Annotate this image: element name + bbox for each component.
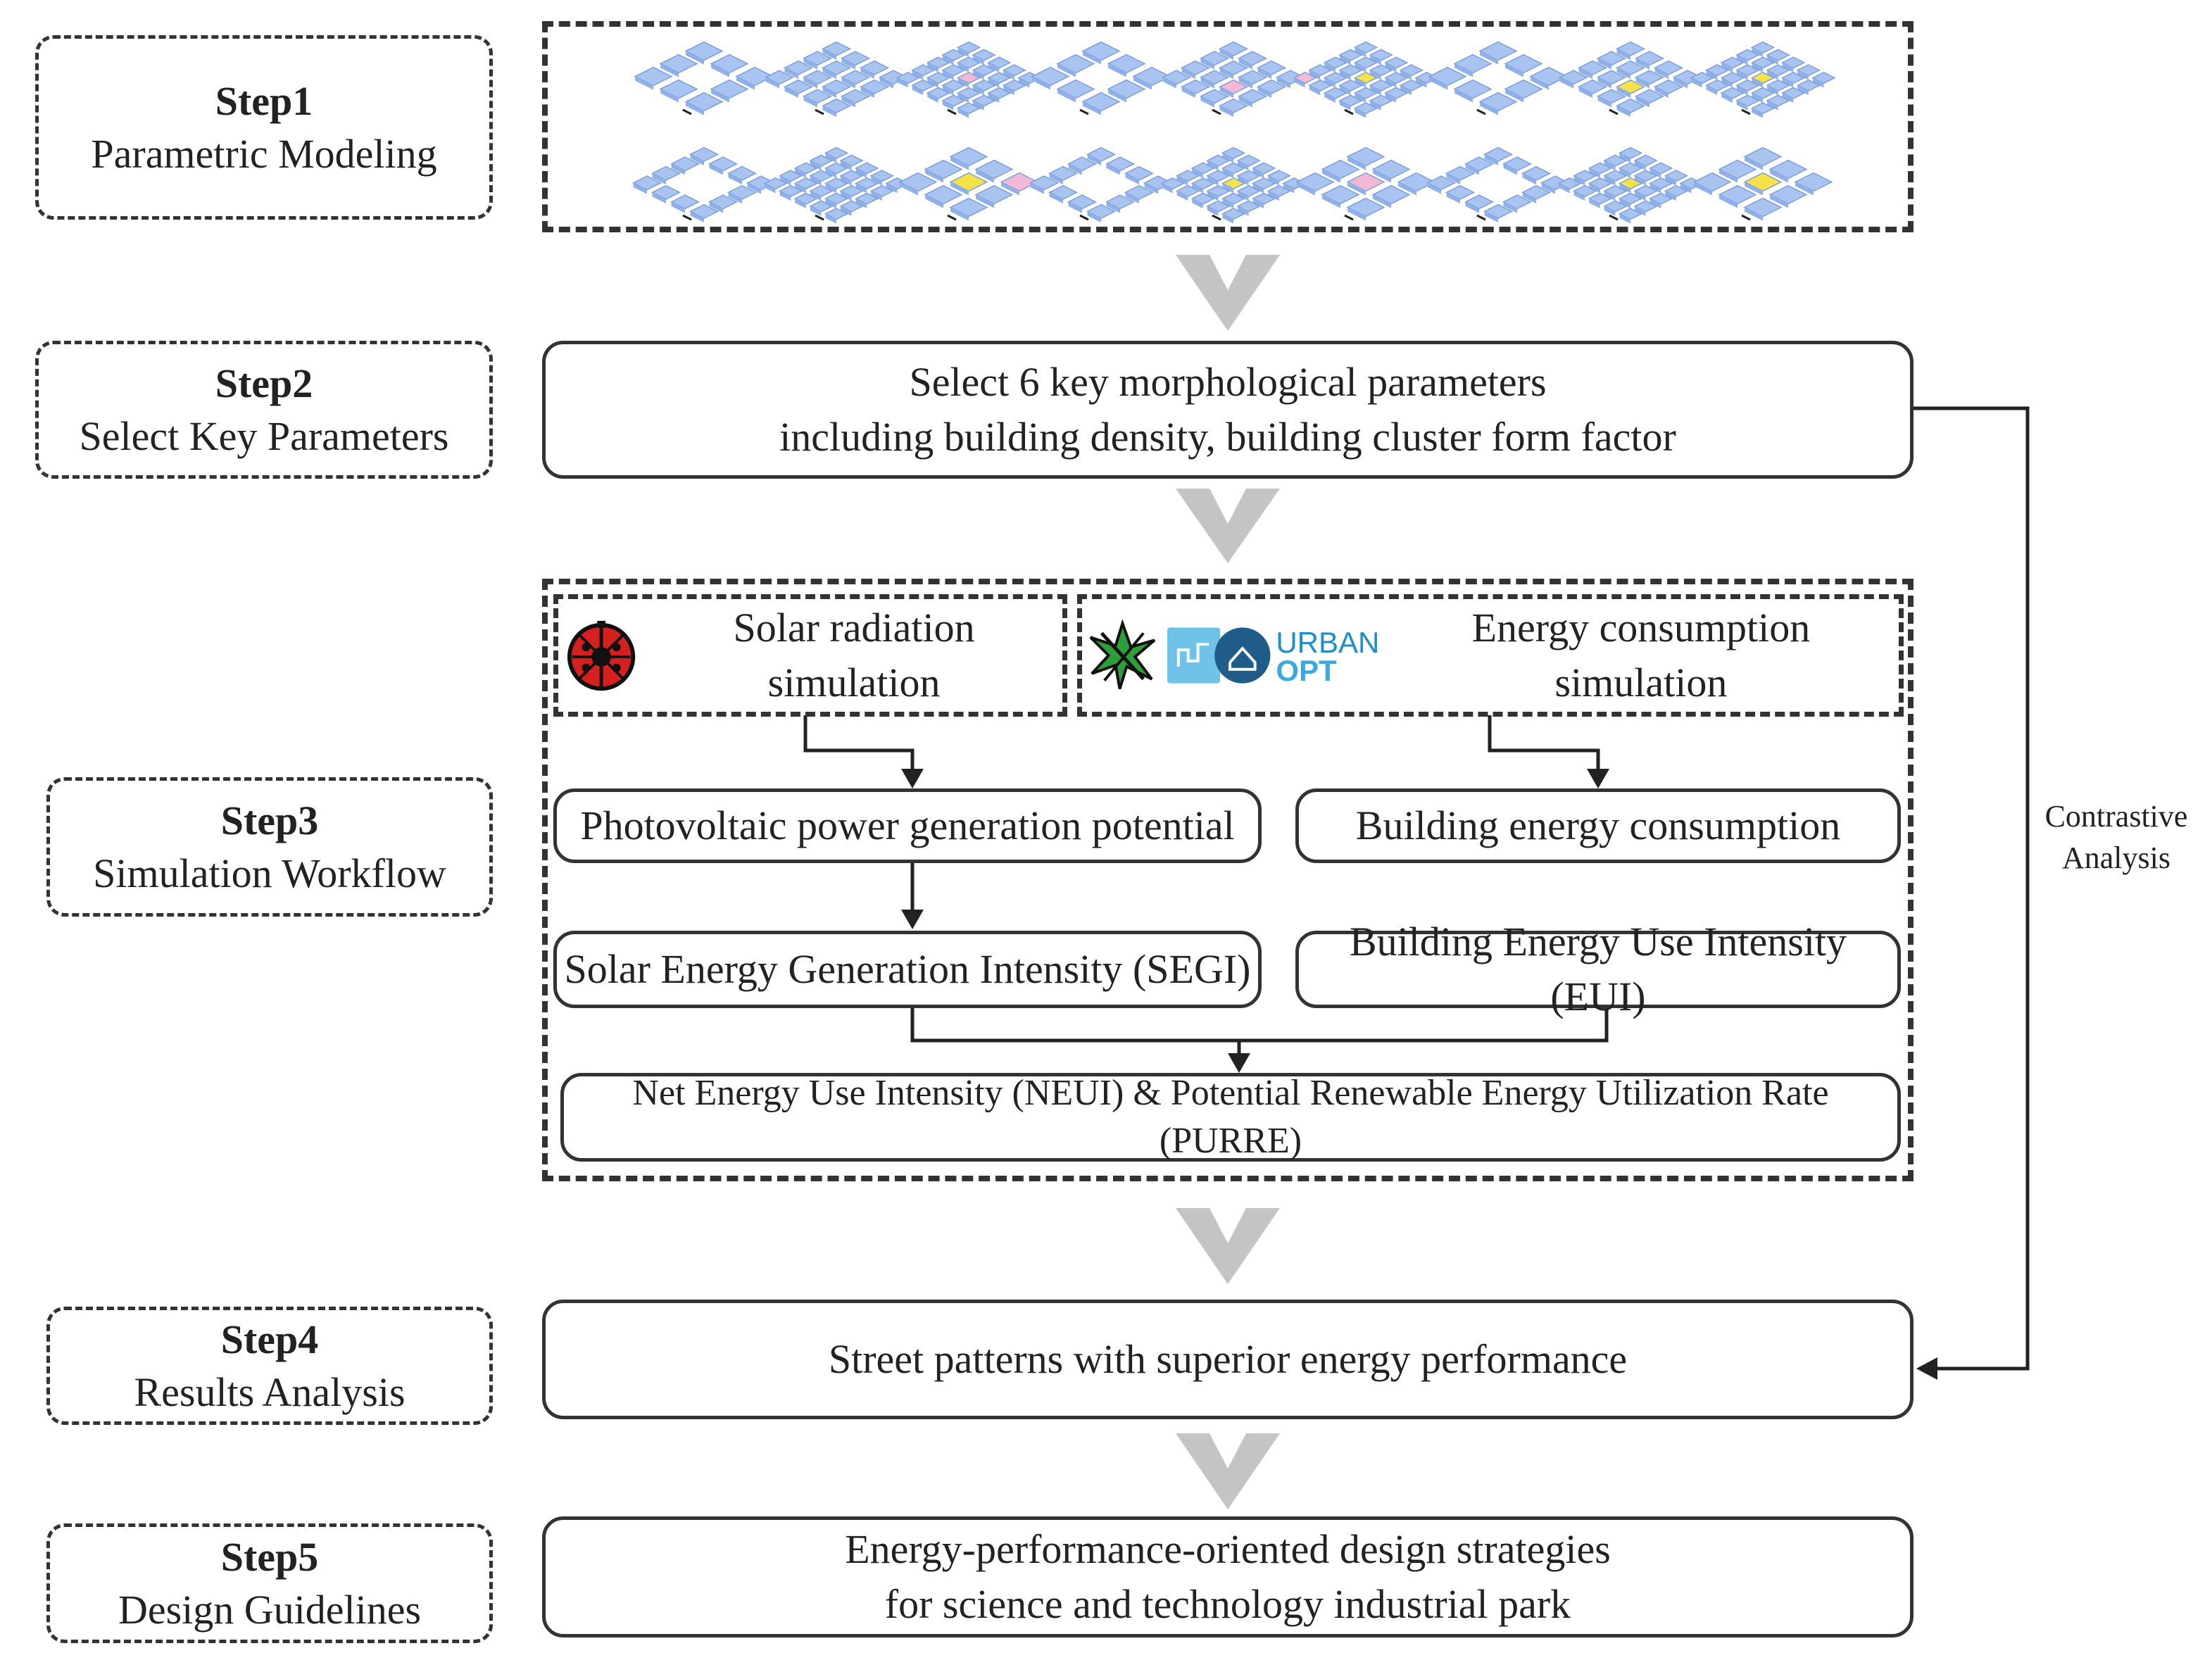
solar-simulation-box: Solar radiation simulation [553, 594, 1067, 717]
arrow-energy-to-building [1488, 715, 1609, 788]
key-parameters-box: Select 6 key morphological parameters in… [542, 341, 1913, 479]
building-energy-label: Building energy consumption [1355, 802, 1841, 848]
energy-simulation-box: URBAN OPT Energy consumption simulation [1077, 594, 1904, 717]
eui-box: Building Energy Use Intensity (EUI) [1295, 919, 1901, 1019]
step2-name: Select Key Parameters [79, 413, 449, 459]
arrow-solar-to-pv [803, 715, 924, 788]
parametric-models-panel [542, 21, 1913, 232]
contrastive-line1: Contrastive [2044, 799, 2188, 834]
urbanopt-logo [1167, 627, 1271, 684]
street-patterns-box: Street patterns with superior energy per… [542, 1300, 1913, 1419]
contrastive-line2: Analysis [2062, 841, 2170, 876]
neui-purre-label: Net Energy Use Intensity (NEUI) & Potent… [632, 1073, 1829, 1161]
step2-number: Step2 [215, 360, 313, 406]
arrow-merge-to-neui [910, 1008, 1609, 1073]
segi-label: Solar Energy Generation Intensity (SEGI) [564, 945, 1251, 992]
pv-potential-box: Photovoltaic power generation potential [553, 788, 1262, 863]
design-strategies-line1: Energy-performance-oriented design strat… [845, 1526, 1611, 1572]
design-strategies-box: Energy-performance-oriented design strat… [542, 1516, 1913, 1638]
step2-label: Step2 Select Key Parameters [35, 341, 493, 479]
ladybug-icon [567, 620, 636, 691]
arrow-contrastive-loop [1912, 406, 2030, 1380]
eui-label: Building Energy Use Intensity (EUI) [1349, 918, 1847, 1019]
chevron-down-icon [1176, 1433, 1280, 1509]
chevron-down-icon [1176, 489, 1280, 563]
solar-simulation-label: Solar radiation simulation [733, 604, 975, 705]
step5-name: Design Guidelines [118, 1587, 422, 1633]
step4-name: Results Analysis [134, 1369, 406, 1415]
step3-name: Simulation Workflow [93, 850, 446, 896]
chevron-down-icon [1176, 255, 1280, 331]
step4-label: Step4 Results Analysis [46, 1307, 493, 1425]
simulation-workflow-panel [542, 579, 1913, 1181]
urbanopt-line1: URBAN [1276, 626, 1380, 659]
step4-number: Step4 [220, 1316, 319, 1362]
pv-potential-label: Photovoltaic power generation potential [580, 802, 1235, 848]
urbanopt-line2: OPT [1276, 654, 1337, 687]
chevron-down-icon [1176, 1208, 1280, 1284]
urbanopt-wordmark: URBAN OPT [1276, 626, 1379, 687]
step3-label: Step3 Simulation Workflow [46, 777, 493, 917]
step1-label: Step1 Parametric Modeling [35, 35, 493, 220]
key-parameters-line2: including building density, building clu… [779, 414, 1676, 460]
step5-label: Step5 Design Guidelines [46, 1523, 493, 1643]
honeybee-icon [1089, 619, 1156, 690]
street-patterns-label: Street patterns with superior energy per… [828, 1335, 1628, 1382]
segi-box: Solar Energy Generation Intensity (SEGI) [553, 931, 1262, 1008]
design-strategies-line2: for science and technology industrial pa… [884, 1581, 1571, 1627]
key-parameters-line1: Select 6 key morphological parameters [909, 358, 1547, 405]
energy-simulation-label: Energy consumption simulation [1471, 604, 1811, 705]
step5-number: Step5 [220, 1533, 319, 1580]
step1-number: Step1 [215, 77, 313, 124]
building-energy-box: Building energy consumption [1295, 788, 1901, 863]
step3-number: Step3 [220, 797, 319, 843]
neui-purre-box: Net Energy Use Intensity (NEUI) & Potent… [560, 1073, 1901, 1162]
arrow-pv-to-segi [901, 863, 924, 929]
contrastive-analysis-label: Contrastive Analysis [2032, 796, 2201, 879]
step1-name: Parametric Modeling [91, 131, 437, 177]
